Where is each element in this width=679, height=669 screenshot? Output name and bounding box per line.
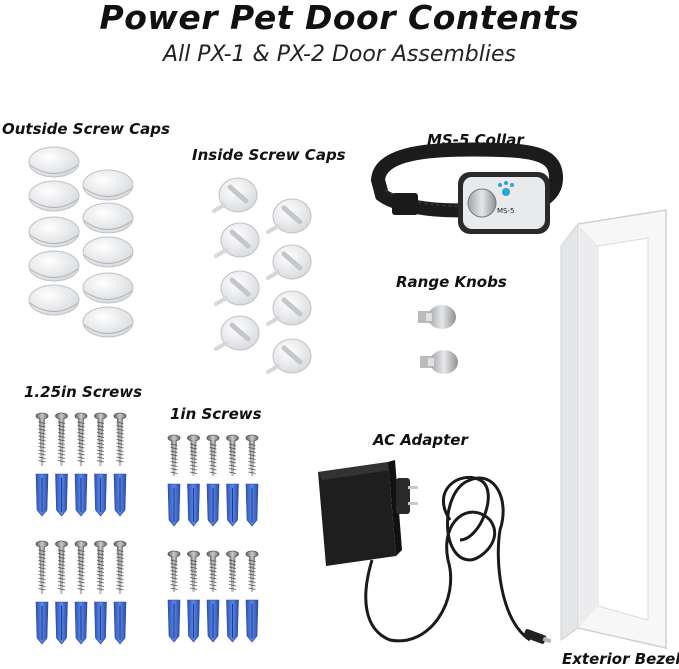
screw — [245, 550, 259, 592]
wall-anchor — [206, 599, 220, 643]
screw — [55, 412, 68, 466]
label-ac-adapter: AC Adapter — [373, 431, 468, 449]
wall-anchor — [187, 599, 200, 643]
inside-screw-cap — [266, 244, 312, 280]
wall-anchor — [113, 601, 127, 645]
page-title: Power Pet Door Contents — [99, 0, 580, 37]
wall-anchor — [35, 601, 49, 645]
inside-screw-cap — [266, 338, 312, 374]
wall-anchor — [55, 601, 68, 645]
screw — [206, 550, 220, 592]
wall-anchor — [245, 599, 259, 643]
wall-anchor — [113, 473, 127, 517]
inside-screw-cap — [266, 290, 312, 326]
screw — [94, 540, 107, 594]
wall-anchor — [74, 473, 88, 517]
screw — [55, 540, 68, 594]
screw — [226, 550, 239, 592]
outside-screw-cap — [82, 272, 134, 304]
screw — [167, 550, 181, 592]
ms5-collar-image: MS-5 — [370, 142, 563, 234]
wall-anchor — [245, 483, 259, 527]
page-subtitle: All PX-1 & PX-2 Door Assemblies — [163, 42, 516, 67]
inside-screw-cap — [266, 198, 312, 234]
outside-screw-cap — [28, 146, 80, 178]
label-inside-screw-caps: Inside Screw Caps — [192, 146, 346, 164]
outside-screw-cap — [82, 236, 134, 268]
label-exterior-bezel: Exterior Bezel — [562, 650, 679, 668]
collar-tag-text: MS-5 — [497, 207, 514, 215]
label-range-knobs: Range Knobs — [396, 273, 507, 291]
inside-screw-cap — [214, 315, 260, 351]
wall-anchor — [206, 483, 220, 527]
inside-screw-cap — [214, 270, 260, 306]
label-125in-screws: 1.25in Screws — [24, 383, 143, 401]
screw — [74, 540, 88, 594]
screw — [35, 540, 49, 594]
outside-screw-cap — [28, 180, 80, 212]
screw — [187, 550, 200, 592]
screw — [206, 434, 220, 476]
screw — [245, 434, 259, 476]
inside-screw-cap — [212, 177, 258, 213]
inside-screw-caps-group — [212, 177, 312, 374]
wall-anchor — [226, 483, 239, 527]
wall-anchor — [74, 601, 88, 645]
wall-anchor — [94, 601, 107, 645]
range-knobs-image — [418, 305, 458, 374]
ac-adapter-image — [318, 460, 552, 644]
label-1in-screws: 1in Screws — [170, 405, 262, 423]
outside-screw-cap — [82, 169, 134, 201]
outside-screw-cap — [28, 216, 80, 248]
label-outside-screw-caps: Outside Screw Caps — [2, 120, 170, 138]
screw — [187, 434, 200, 476]
wall-anchor — [55, 473, 68, 517]
wall-anchor — [187, 483, 200, 527]
screw — [113, 412, 127, 466]
outside-screw-caps-group — [28, 146, 134, 338]
outside-screw-cap — [28, 250, 80, 282]
screw — [167, 434, 181, 476]
screw — [35, 412, 49, 466]
outside-screw-cap — [28, 284, 80, 316]
outside-screw-cap — [82, 306, 134, 338]
outside-screw-cap — [82, 202, 134, 234]
screw — [226, 434, 239, 476]
screw — [94, 412, 107, 466]
exterior-bezel-image — [560, 209, 667, 649]
screws-125-group — [35, 412, 127, 645]
wall-anchor — [94, 473, 107, 517]
wall-anchor — [167, 599, 181, 643]
inside-screw-cap — [214, 222, 260, 258]
screws-1-group — [167, 434, 259, 643]
wall-anchor — [35, 473, 49, 517]
screw — [113, 540, 127, 594]
wall-anchor — [167, 483, 181, 527]
screw — [74, 412, 88, 466]
wall-anchor — [226, 599, 239, 643]
